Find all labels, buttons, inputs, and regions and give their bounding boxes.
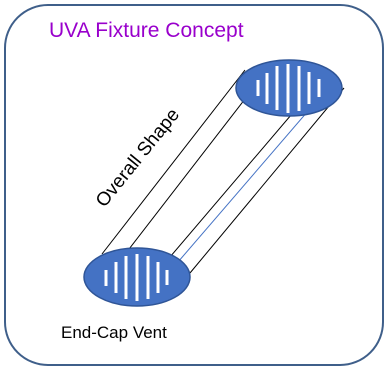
top-endcap-vent-slots: [256, 64, 321, 113]
page-title: UVA Fixture Concept: [49, 19, 244, 42]
end-cap-vent-label: End-Cap Vent: [61, 323, 167, 342]
top-endcap: [235, 59, 343, 117]
bottom-endcap-vent-slots: [104, 254, 169, 301]
cylinder-edge-line: [189, 87, 345, 274]
cylinder-edge-line: [101, 69, 246, 255]
bottom-endcap: [83, 247, 191, 307]
concept-panel: [4, 4, 384, 366]
